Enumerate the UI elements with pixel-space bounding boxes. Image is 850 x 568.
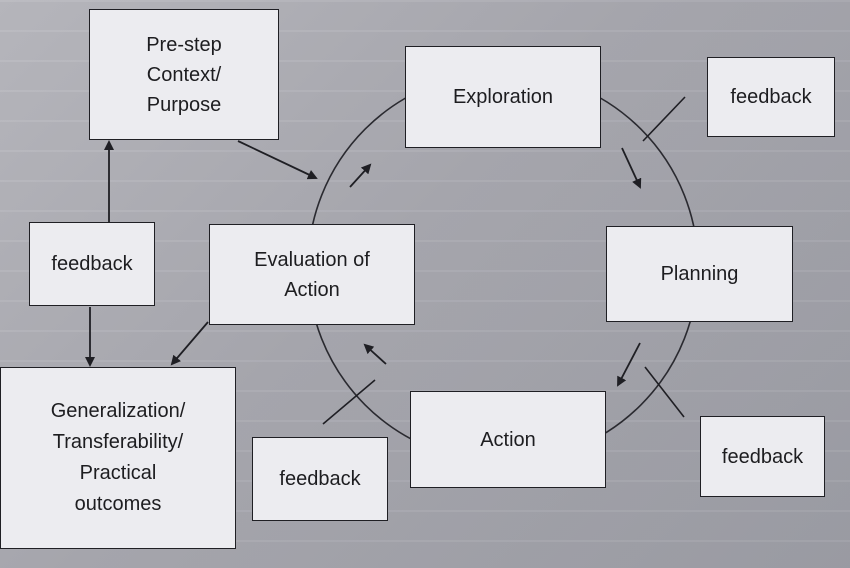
- exploration-label: Exploration: [452, 86, 554, 108]
- feedback-box-left: feedback: [29, 222, 155, 306]
- action-box: Action: [410, 391, 606, 488]
- feedback-label: feedback: [730, 86, 812, 108]
- arrow-evaluation-to-exploration: [349, 163, 372, 188]
- feedback-label: feedback: [721, 445, 804, 468]
- feedback-box-bottom-left: feedback: [252, 437, 388, 521]
- feedback-tick-topright: [642, 96, 686, 142]
- prestep-context-purpose-box: Pre-step Context/ Purpose: [89, 9, 279, 140]
- planning-box: Planning: [606, 226, 793, 322]
- evaluation-of-action-box: Evaluation of Action: [209, 224, 415, 325]
- feedback-box-bottom-right: feedback: [700, 416, 825, 497]
- feedback-label: feedback: [279, 468, 361, 490]
- arrow-planning-to-action: [617, 342, 641, 387]
- generalization-box: Generalization/ Transferability/ Practic…: [0, 367, 236, 549]
- arrow-prestep-to-cycle: [237, 140, 318, 180]
- prestep-label: Pre-step Context/ Purpose: [146, 33, 222, 116]
- feedback-tick-bottomleft: [322, 379, 376, 425]
- feedback-label: feedback: [51, 253, 133, 275]
- feedback-box-top-right: feedback: [707, 57, 835, 137]
- feedback-tick-bottomright: [644, 366, 685, 418]
- generalization-label: Generalization/ Transferability/ Practic…: [50, 400, 186, 515]
- arrow-action-to-evaluation: [363, 343, 387, 365]
- evaluation-label: Evaluation of Action: [254, 248, 370, 301]
- arrow-exploration-to-planning: [621, 147, 642, 189]
- planning-label: Planning: [660, 263, 739, 285]
- action-label: Action: [480, 428, 536, 451]
- exploration-box: Exploration: [405, 46, 601, 148]
- arrow-evaluation-to-generalization: [170, 321, 209, 366]
